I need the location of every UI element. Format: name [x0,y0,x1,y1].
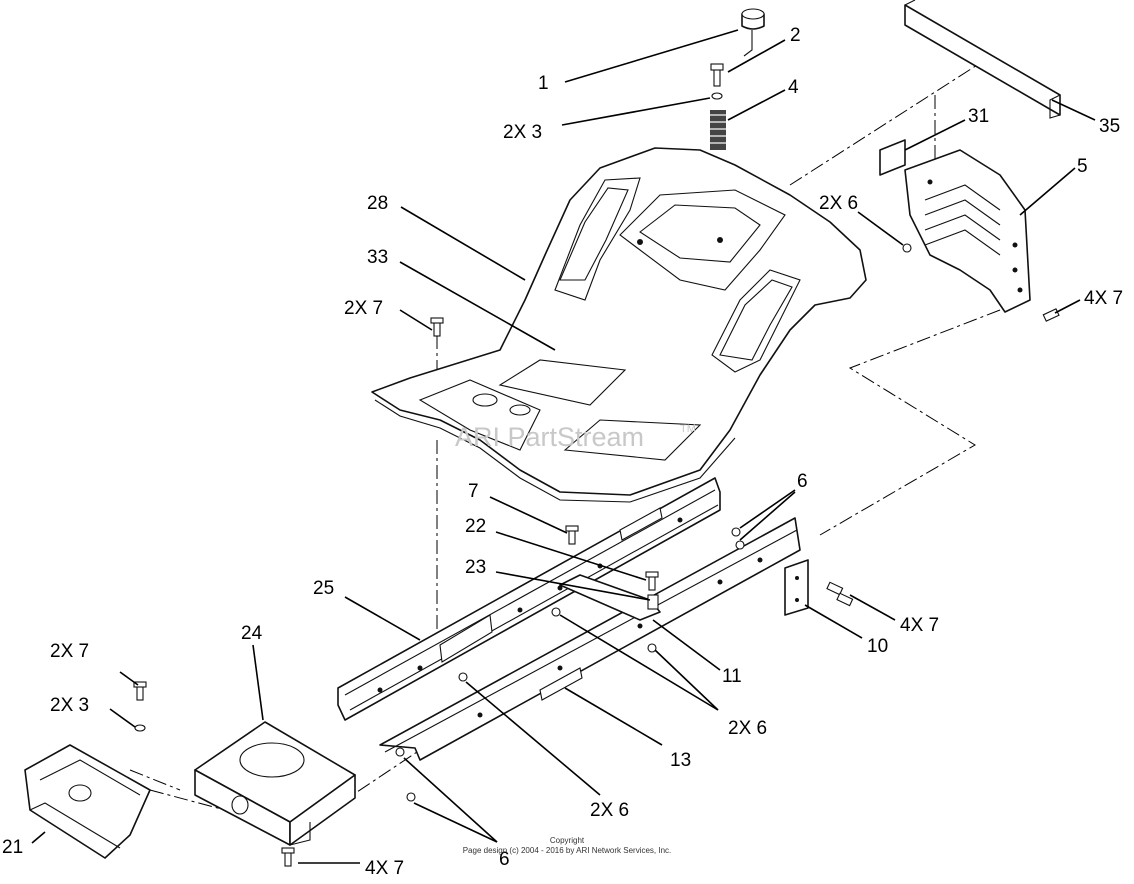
callout-7-shield: 4X 7 [1084,288,1123,309]
side-shield [904,149,1031,313]
frame-rail-lower [379,517,801,761]
watermark: ARI PartStream TM [455,422,696,452]
callout-5: 5 [1077,156,1088,177]
callout-6-bottom: 6 [499,849,510,870]
callout-24: 24 [241,623,263,644]
screw-7-bottom [281,847,295,867]
decal-31 [879,139,906,176]
callout-11: 11 [722,666,742,687]
callout-23: 23 [465,557,486,578]
copyright: Copyright Page design (c) 2004 - 2016 by… [463,836,672,855]
screw-7-shield [1042,308,1060,322]
spring-4 [710,110,726,150]
callout-7-bottom: 4X 7 [365,858,404,879]
watermark-text: ARI PartStream [455,422,644,452]
callout-10: 10 [867,636,888,657]
callout-35: 35 [1099,116,1120,137]
callout-31: 31 [968,106,989,127]
callout-3: 2X 3 [503,122,542,143]
mount-bracket-10 [784,559,854,616]
callout-4: 4 [788,77,799,98]
callout-3-left: 2X 3 [50,695,89,716]
bolt-2 [710,63,724,87]
callout-6-mid: 2X 6 [590,800,629,821]
callout-7-bracket: 4X 7 [900,615,939,636]
callout-1: 1 [538,73,549,94]
callout-6-top: 6 [797,471,808,492]
callout-6-shield: 2X 6 [819,193,858,214]
callout-28: 28 [367,193,388,214]
callout-7-left: 2X 7 [50,641,89,662]
washer-3 [711,92,723,100]
cross-bracket-11 [559,574,661,621]
callout-labels: 1 2 2X 3 4 35 31 5 28 2X 6 33 2X 7 4X 7 … [2,25,1123,879]
callout-13: 13 [670,750,691,771]
callout-25: 25 [313,578,334,599]
callout-7-seat: 2X 7 [344,298,383,319]
callout-7-frame: 7 [468,481,479,502]
frame-rail-upper [337,477,721,721]
leader-lines [31,29,1096,864]
washer-3-left [134,724,146,732]
callout-21: 21 [2,837,23,858]
callout-6-right: 2X 6 [728,718,767,739]
seat-adjust-knob [741,8,765,57]
screw-7-seat [430,317,444,337]
seat-pan [371,147,867,503]
copyright-line2: Page design (c) 2004 - 2016 by ARI Netwo… [463,846,672,855]
screw-7-left [133,681,147,701]
rear-panel [904,0,1061,119]
callout-33: 33 [367,247,388,268]
callout-22: 22 [465,516,486,537]
callout-2: 2 [790,25,801,46]
bottom-shield-21 [24,744,151,859]
mount-plate-24 [194,721,356,846]
copyright-line1: Copyright [550,836,585,845]
watermark-tm: TM [680,423,696,435]
hardware-cluster [395,525,745,802]
nut-6-shield [902,243,912,253]
